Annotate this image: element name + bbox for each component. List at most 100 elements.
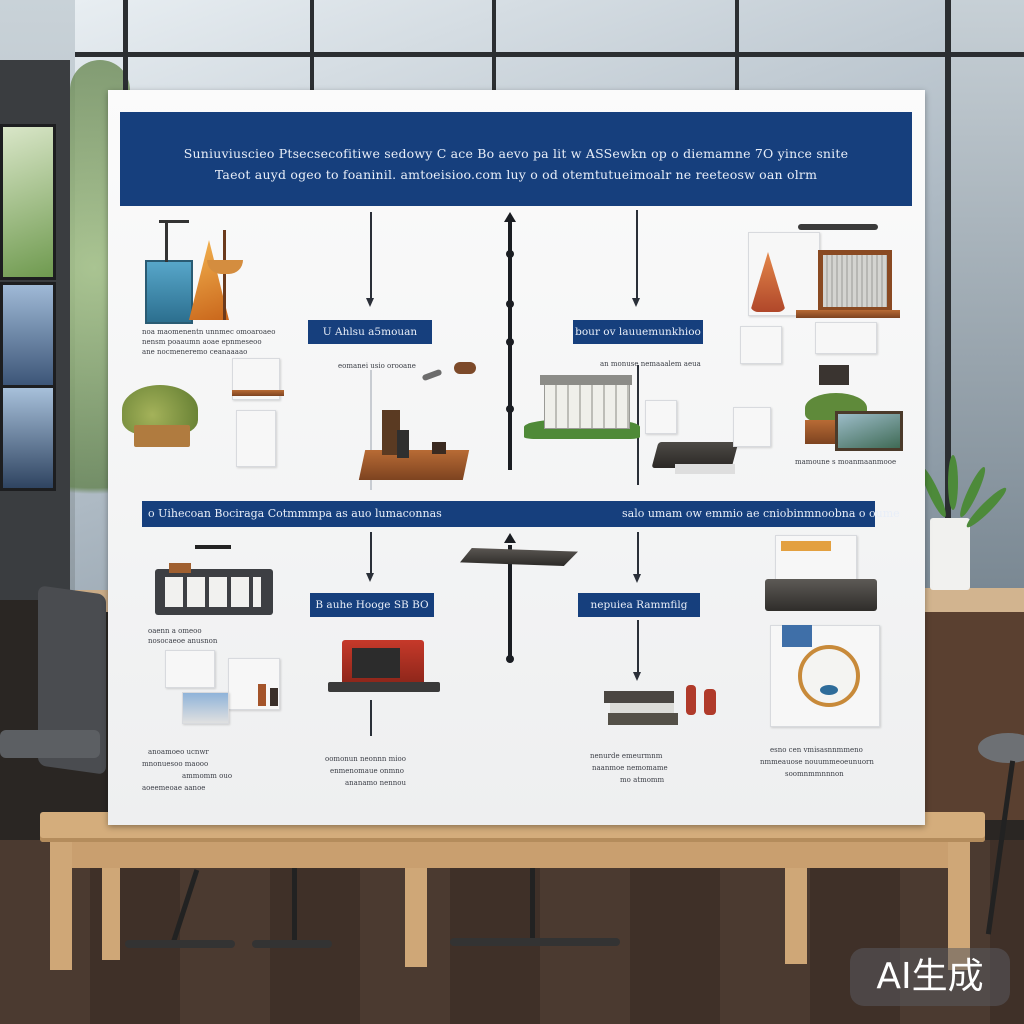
magnifier-illustration [770, 625, 882, 730]
caption: an monuse nemaaalem aeua [600, 360, 701, 368]
caption: aoeemeoae aanoe [142, 784, 206, 792]
caption: anoamoeo ucnwr [148, 748, 209, 756]
caption: mamoune s moanmaanmooe [795, 458, 897, 466]
arrow-down-icon [633, 672, 641, 681]
window-mullion [75, 52, 950, 57]
connector-line [370, 212, 372, 300]
wall-picture [0, 282, 56, 388]
window-pane-right [951, 0, 1024, 590]
caption: oaenn a omeoo [148, 627, 202, 635]
window-mullion [310, 0, 314, 90]
bench-leg [102, 842, 120, 960]
caption: ane nocmeneremo ceanaaaao [142, 348, 248, 356]
caption: naanmoe nemomame [592, 764, 668, 772]
bench-leg [50, 842, 72, 970]
middle-banner-left-text: o Uihecoan Bociraga Cotmmmpa as auo luma… [148, 507, 442, 520]
caption: noa maomenentn unnmec omoaroaeo [142, 328, 276, 336]
wall-picture [0, 124, 56, 280]
board-stand [530, 868, 535, 943]
plant-leaf [948, 455, 958, 510]
timeline-dot [506, 655, 514, 663]
caption: eomanei usio orooane [338, 362, 416, 370]
connector-line [637, 620, 639, 675]
window-mullion [492, 0, 496, 90]
cabinet-illustration [155, 545, 275, 615]
office-chair-seat [0, 730, 100, 758]
small-tool-illustration [258, 684, 280, 708]
ai-generated-watermark: AI生成 [850, 948, 1010, 1006]
title-line-2: Taeot auyd ogeo to foaninil. amtoeisioo.… [214, 167, 818, 182]
board-stand-base [125, 940, 235, 948]
window-mullion [951, 52, 1024, 57]
tv-illustration [328, 640, 442, 700]
document-photo [740, 326, 782, 364]
arrow-down-icon [366, 573, 374, 582]
timeline-dot [506, 300, 514, 308]
bench-leg [948, 842, 970, 970]
caption: mo atmomm [620, 776, 665, 784]
small-tool-illustration [421, 362, 480, 382]
document-photo [815, 322, 877, 354]
building-illustration [524, 375, 642, 443]
shelf-illustration [232, 390, 284, 396]
label-box-bottom-right: nepuiea Rammfilg [578, 593, 700, 617]
arrow-down-icon [632, 298, 640, 307]
plant-pot [930, 518, 970, 590]
document-photo [165, 650, 215, 688]
board-stand-base [450, 938, 620, 946]
arrow-up-icon [504, 212, 516, 222]
timeline-dot [506, 338, 514, 346]
connector-line [370, 370, 372, 490]
connector-line [636, 210, 638, 300]
arrow-down-icon [633, 574, 641, 583]
caption: ananamo nennou [345, 779, 407, 787]
tray-illustration [460, 540, 582, 572]
frame-illustration [748, 224, 900, 324]
counter-top [925, 588, 1024, 612]
planter-illustration [805, 365, 903, 451]
caption: mnonuesoo maooo [142, 760, 209, 768]
document-photo [236, 410, 276, 467]
device-illustration [651, 434, 740, 479]
middle-banner: o Uihecoan Bociraga Cotmmmpa as auo luma… [142, 501, 900, 527]
caption: oomonun neonnn mioo [325, 755, 406, 763]
stack-illustration [604, 685, 724, 730]
label-box-top-right: bour ov lauuemunkhioo [573, 320, 703, 344]
arrow-down-icon [366, 298, 374, 307]
connector-line [370, 700, 372, 736]
desk-figure-illustration [358, 400, 470, 485]
caption: soomnmmnnnon [785, 770, 844, 778]
title-line-1: Suniuviuscieo Ptsecsecofitiwe sedowy C a… [183, 146, 849, 161]
board-stand-base [252, 940, 332, 948]
timeline-axis [508, 545, 512, 660]
caption: nensm poaaumn aoae epnmeseoo [142, 338, 262, 346]
caption: esno cen vmisasnnmmeno [770, 746, 863, 754]
document-photo [182, 692, 229, 724]
stool [978, 733, 1024, 763]
label-box-bottom-left: B auhe Hooge SB BO [310, 593, 434, 617]
timeline-dot [506, 405, 514, 413]
label-box-top-left: U Ahlsu a5mouan [308, 320, 432, 344]
printer-illustration [765, 535, 880, 615]
caption: nosocaeoe anusnon [148, 637, 218, 645]
bench-leg [405, 842, 427, 967]
window-mullion [945, 0, 951, 600]
caption: enmenomaue onmno [330, 767, 404, 775]
caption: ammomm ouo [182, 772, 233, 780]
document-photo [733, 407, 771, 447]
document-photo [645, 400, 677, 434]
connector-line [637, 532, 639, 578]
caption: nmmeauose nouummeoeunuorn [760, 758, 874, 766]
title-banner: Suniuviuscieo Ptsecsecofitiwe sedowy C a… [120, 112, 912, 206]
middle-banner-right-text: salo umam ow emmio ae cniobinmnoobna o o… [622, 507, 900, 520]
bench-rail [72, 842, 948, 868]
wall-picture [0, 385, 56, 491]
scale-illustration [145, 220, 255, 325]
board-stand [292, 868, 297, 943]
caption: nenurde emeurmnm [590, 752, 663, 760]
plant-basket-illustration [122, 385, 200, 450]
connector-line [370, 532, 372, 577]
bench-leg [785, 842, 807, 964]
timeline-dot [506, 250, 514, 258]
window-mullion [735, 0, 739, 90]
